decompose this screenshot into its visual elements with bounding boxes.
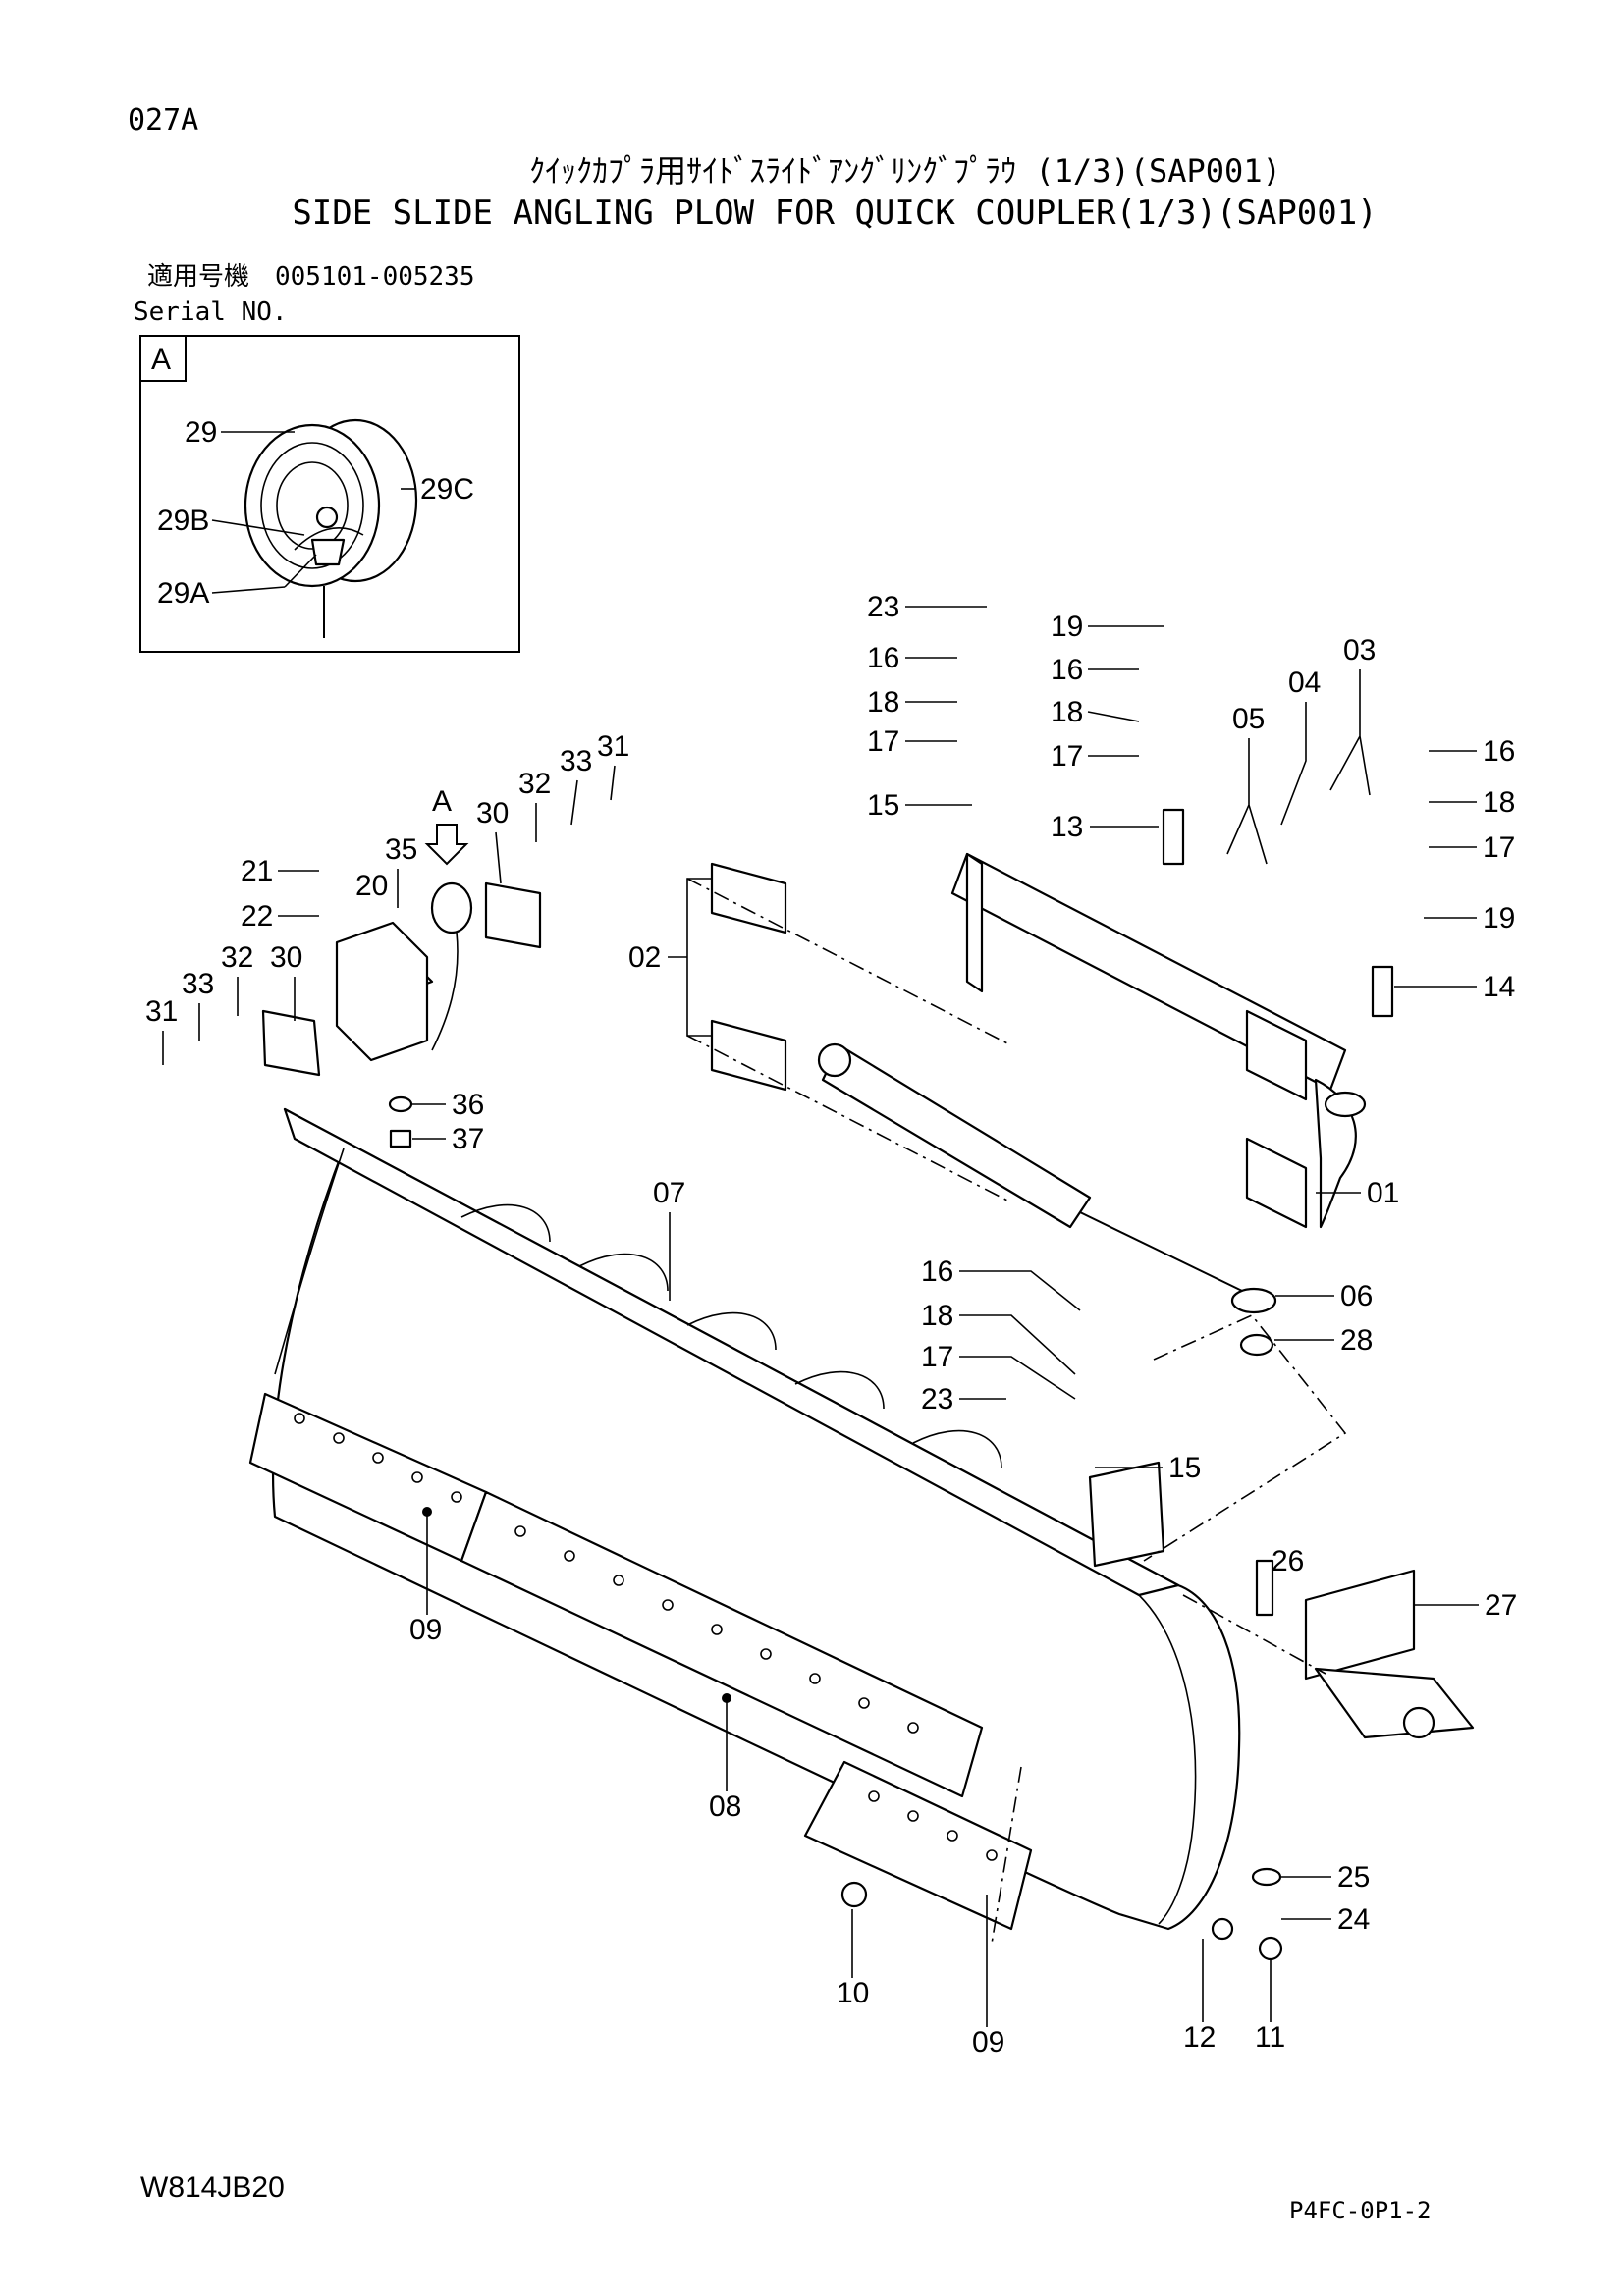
serial-label-english: Serial NO. — [134, 297, 288, 327]
frame — [950, 852, 1367, 1229]
plow-blade — [248, 1107, 1241, 1931]
serial-label-japanese: 適用号機 — [147, 262, 249, 292]
view-a-marker: A — [432, 785, 452, 818]
callout-22: 22 — [241, 900, 273, 933]
callout-04: 04 — [1288, 667, 1321, 699]
callout-33b: 33 — [560, 745, 592, 777]
callout-37: 37 — [452, 1123, 484, 1155]
callout-16b: 16 — [1051, 654, 1083, 686]
callout-29c: 29C — [420, 473, 474, 506]
callout-29b: 29B — [157, 505, 209, 537]
callout-29: 29 — [185, 416, 217, 449]
detail-view-a: A 29 29C 29B 29A — [139, 335, 520, 653]
callout-17c: 17 — [1483, 831, 1515, 864]
callout-33a: 33 — [182, 968, 214, 1000]
page-code: 027A — [128, 103, 198, 137]
callout-32b: 32 — [518, 768, 551, 800]
serial-range: 005101-005235 — [275, 262, 475, 292]
callout-23b: 23 — [921, 1383, 953, 1415]
callout-13: 13 — [1051, 811, 1083, 843]
callout-17b: 17 — [1051, 740, 1083, 773]
work-light-icon — [244, 418, 418, 638]
view-a-arrow — [424, 824, 469, 866]
callout-31b: 31 — [597, 730, 629, 763]
callout-01: 01 — [1367, 1177, 1399, 1209]
callout-35: 35 — [385, 833, 417, 866]
callout-16a: 16 — [867, 642, 899, 674]
callout-18b: 18 — [1051, 696, 1083, 728]
coupler-27 — [1304, 1569, 1475, 1739]
callout-31a: 31 — [145, 995, 178, 1028]
angling-cylinder — [817, 1042, 1277, 1357]
callout-23a: 23 — [867, 591, 899, 623]
callout-02: 02 — [628, 941, 661, 974]
sheet-code: P4FC-0P1-2 — [1289, 2197, 1432, 2224]
slide-pads — [710, 862, 787, 1092]
callout-20: 20 — [355, 870, 388, 902]
callout-05: 05 — [1232, 703, 1265, 735]
callout-18d: 18 — [921, 1300, 953, 1332]
callout-09b: 09 — [972, 2026, 1004, 2058]
callouts: 01 02 03 04 05 06 07 08 09 09 10 11 12 1… — [145, 591, 1517, 2058]
callout-06: 06 — [1340, 1280, 1373, 1312]
callout-30b: 30 — [476, 797, 509, 829]
callout-17a: 17 — [867, 725, 899, 758]
callout-24: 24 — [1337, 1903, 1370, 1936]
callout-25: 25 — [1337, 1861, 1370, 1894]
callout-18c: 18 — [1483, 786, 1515, 819]
callout-30a: 30 — [270, 941, 302, 974]
title-japanese: ｸｲｯｸｶﾌﾟﾗ用ｻｲﾄﾞｽﾗｲﾄﾞｱﾝｸﾞﾘﾝｸﾞﾌﾟﾗｳ (1/3)(SAP… — [529, 152, 1281, 189]
callout-11: 11 — [1255, 2021, 1285, 2054]
callout-14: 14 — [1483, 971, 1515, 1003]
callout-18a: 18 — [867, 686, 899, 719]
callout-07: 07 — [653, 1177, 685, 1209]
callout-28: 28 — [1340, 1324, 1373, 1357]
title-english: SIDE SLIDE ANGLING PLOW FOR QUICK COUPLE… — [292, 193, 1377, 233]
callout-16d: 16 — [921, 1255, 953, 1288]
callout-03: 03 — [1343, 634, 1376, 667]
callout-21: 21 — [241, 855, 273, 887]
cutting-edge-holes — [294, 1413, 998, 1861]
callout-17d: 17 — [921, 1341, 953, 1373]
callout-29a: 29A — [157, 577, 209, 610]
callout-26: 26 — [1272, 1545, 1304, 1577]
callout-19b: 19 — [1483, 902, 1515, 934]
callout-36: 36 — [452, 1089, 484, 1121]
callout-15b: 15 — [1168, 1452, 1201, 1484]
callout-16c: 16 — [1483, 735, 1515, 768]
callout-32a: 32 — [221, 941, 253, 974]
lamp-assembly: A — [261, 785, 542, 1077]
drawing-number: W814JB20 — [140, 2171, 285, 2204]
callout-19a: 19 — [1051, 611, 1083, 643]
callout-12: 12 — [1183, 2021, 1216, 2054]
callout-27: 27 — [1485, 1589, 1517, 1622]
callout-10: 10 — [837, 1977, 869, 2009]
callout-15a: 15 — [867, 789, 899, 822]
callout-08: 08 — [709, 1790, 741, 1823]
detail-label: A — [151, 344, 171, 376]
callout-09a: 09 — [409, 1614, 442, 1646]
